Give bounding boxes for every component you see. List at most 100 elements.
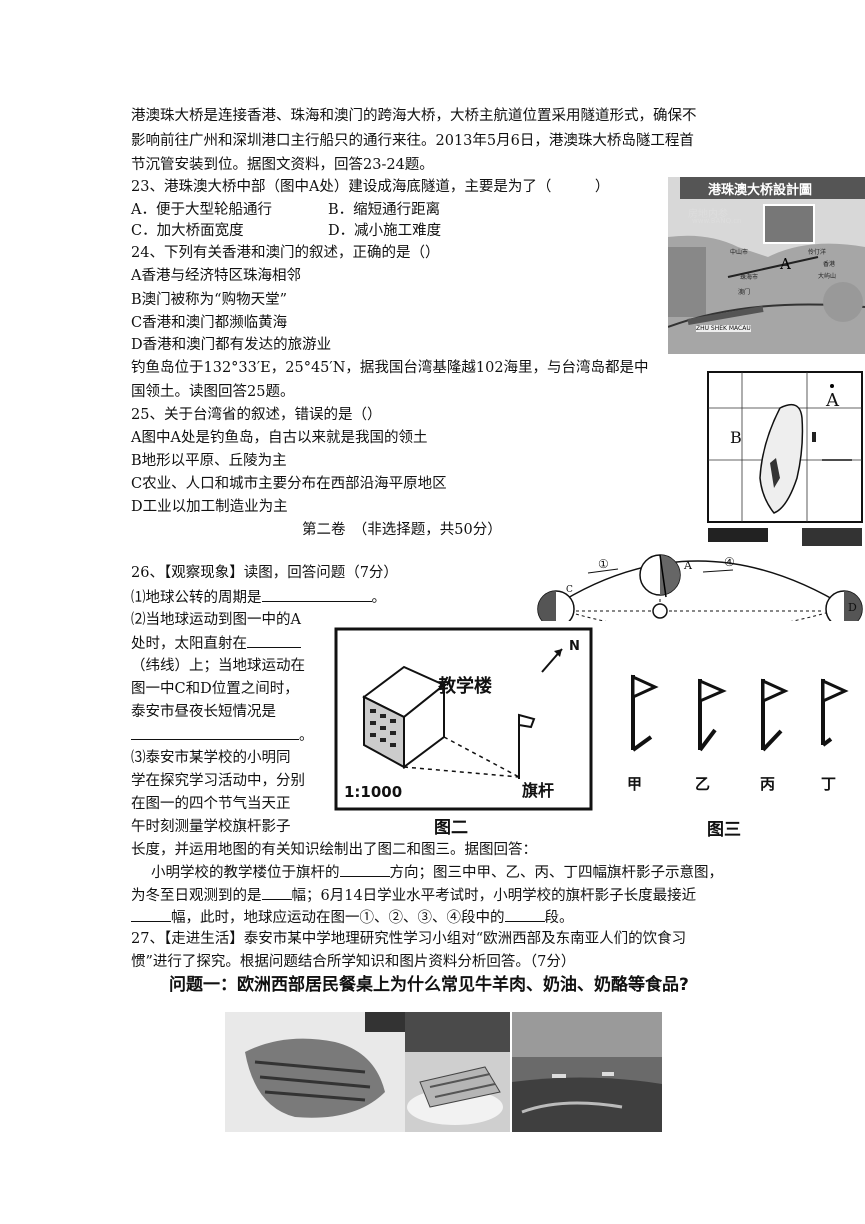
north-arrow-label: N (569, 639, 580, 654)
q26-part2-end: 。 (299, 728, 314, 744)
intro-line-1: 港澳珠大桥是连接香港、珠海和澳门的跨海大桥，大桥主航道位置采用隧道形式，确保不 (131, 108, 697, 124)
q25-option-b: B地形以平原、丘陵为主 (131, 453, 287, 469)
answer-blank-june[interactable] (131, 907, 171, 922)
bridge-design-graphic (668, 177, 865, 354)
q27-banner: 问题一：欧洲西部居民餐桌上为什么常见牛羊肉、奶油、奶酪等食品? (169, 975, 689, 995)
q27-line-1: 27、【走进生活】泰安市某中学地理研究性学习小组对“欧洲西部及东南亚人们的饮食习 (131, 931, 687, 947)
q26-part3-line3: 在图一的四个节气当天正 (131, 796, 291, 812)
place-zhongshan: 中山市 (730, 249, 749, 256)
q26-part2-line2: 处时，太阳直射在 (131, 633, 301, 654)
bridge-sign: ZHU SHEK MACAU (696, 325, 751, 332)
q26-stem: 26、【观察现象】读图，回答问题（7分） (131, 565, 398, 581)
bridge-figure-title: 港珠澳大桥設計圖 (708, 183, 813, 198)
answer-blank-direction[interactable] (339, 862, 390, 877)
q24-option-c: C香港和澳门都濒临黄海 (131, 315, 288, 331)
flag-shadow-graphic (631, 674, 849, 752)
shadow-label-ding: 丁 (821, 775, 837, 793)
q26-part3-text-7a: 为冬至日观测到的是 (131, 888, 262, 904)
q26-part2-line4: 图一中C和D位置之间时， (131, 681, 299, 697)
shadow-label-bing: 丙 (760, 775, 776, 793)
taiwan-label-b: B (730, 428, 742, 447)
q26-part3-text-6b: 方向；图三中甲、乙、丙、丁四幅旗杆影子示意图， (389, 865, 724, 881)
bridge-watermark-url: www.BANQ.cn (692, 217, 742, 225)
earth-orbit-figure: ① ④ A C D (528, 535, 865, 621)
taiwan-map-figure: A B (702, 368, 865, 548)
orbit-label-4: ④ (724, 555, 735, 569)
bridge-watermark: 房地内参 (688, 209, 728, 220)
q25-stem: 25、关于台湾省的叙述，错误的是（） (131, 407, 382, 423)
q26-part1: ⑴地球公转的周期是 。 (131, 587, 386, 608)
earth-orbit-graphic (537, 554, 863, 621)
place-linding: 伶仃洋 (808, 249, 827, 256)
map-scale: 1:1000 (344, 783, 403, 801)
bridge-label-a: A (780, 255, 791, 273)
q26-part3-line5: 长度，并运用地图的有关知识绘制出了图二和图三。据图回答： (131, 842, 537, 858)
photo-meat-graphic (225, 1012, 405, 1132)
place-zhuhai: 珠海市 (740, 274, 759, 281)
shadow-label-jia: 甲 (627, 775, 643, 793)
place-xianggang: 香港 (823, 261, 836, 268)
q26-part2-line5: 泰安市昼夜长短情况是 (131, 704, 276, 720)
place-aomen: 澳门 (738, 289, 751, 296)
figure-3-caption: 图三 (707, 820, 741, 837)
q26-part2-line3: （纬线）上；当地球运动在 (131, 658, 305, 674)
q23-stem: 23、港珠澳大桥中部（图中A处）建设成海底隧道，主要是为了（ ） (131, 179, 610, 195)
answer-blank-daylength[interactable] (131, 725, 299, 740)
flagpole-label: 旗杆 (522, 781, 555, 800)
q26-part3-line8: 幅，此时，地球应运动在图一①、②、③、④段中的 段。 (131, 907, 574, 928)
place-dayushan: 大屿山 (818, 273, 837, 280)
q23-option-c: C．加大桥面宽度 (131, 223, 244, 239)
q26-part3-line4: 午时刻测量学校旗杆影子 (131, 819, 291, 835)
school-map-graphic (334, 627, 593, 811)
part2-heading: 第二卷 （非选择题，共50分） (302, 522, 502, 538)
figure-2-caption: 图二 (434, 818, 468, 837)
q26-part2-line6: 。 (131, 725, 314, 746)
photo-pasture-graphic (512, 1012, 662, 1132)
shadow-label-yi: 乙 (695, 775, 711, 793)
answer-blank-winter[interactable] (261, 885, 292, 900)
q23-option-b: B．缩短通行距离 (328, 202, 441, 218)
photo-pasture (512, 1012, 662, 1132)
q26-part1-end: 。 (371, 590, 387, 606)
q26-part3-line7: 为冬至日观测到的是 幅；6月14日学业水平考试时，小明学校的旗杆影子长度最接近 (131, 885, 696, 906)
answer-blank-latitude[interactable] (247, 633, 301, 648)
q26-part3-text-8a: 幅，此时，地球应运动在图一①、②、③、④段中的 (171, 910, 505, 926)
q26-part2-line1: ⑵当地球运动到图一中的A (131, 612, 301, 628)
q24-option-d: D香港和澳门都有发达的旅游业 (131, 337, 332, 353)
photo-meat (225, 1012, 405, 1132)
bridge-design-figure: 港珠澳大桥設計圖 房地内参 www.BANQ.cn 中山市 珠海市 澳门 伶仃洋… (668, 177, 865, 354)
intro-line-3: 节沉管安装到位。据图文资料，回答23-24题。 (131, 157, 434, 173)
photo-cheese-graphic (405, 1012, 510, 1132)
q23-option-d: D．减小施工难度 (328, 223, 442, 239)
diaoyu-line-1: 钓鱼岛位于132°33′E，25°45′N，据我国台湾基隆越102海里，与台湾岛… (131, 360, 649, 376)
q26-part3-line1: ⑶泰安市某学校的小明同 (131, 750, 291, 766)
q25-option-a: A图中A处是钓鱼岛，自古以来就是我国的领土 (131, 430, 428, 446)
q26-part3-line2: 学在探究学习活动中，分别 (131, 773, 305, 789)
diaoyu-line-2: 国领土。读图回答25题。 (131, 384, 295, 400)
q24-stem: 24、下列有关香港和澳门的叙述，正确的是（） (131, 245, 440, 261)
q26-part3-text-6a: 小明学校的教学楼位于旗杆的 (151, 865, 340, 881)
q27-line-2: 惯”进行了探究。根据问题结合所学知识和图片资料分析回答。（7分） (131, 954, 576, 970)
school-building-label: 教学楼 (438, 676, 492, 697)
q26-part3-text-7b: 幅；6月14日学业水平考试时，小明学校的旗杆影子长度最接近 (291, 888, 697, 904)
q25-option-c: C农业、人口和城市主要分布在西部沿海平原地区 (131, 476, 447, 492)
orbit-label-a: A (684, 559, 692, 572)
orbit-label-c: C (566, 585, 573, 595)
q26-part1-text: ⑴地球公转的周期是 (131, 590, 262, 606)
orbit-label-1: ① (598, 557, 609, 571)
taiwan-label-a: A (826, 390, 839, 411)
q26-part2-text: 处时，太阳直射在 (131, 636, 247, 652)
q23-option-a: A．便于大型轮船通行 (131, 202, 272, 218)
q25-option-d: D工业以加工制造业为主 (131, 499, 288, 515)
photo-cheese (405, 1012, 510, 1132)
answer-blank-period[interactable] (261, 587, 372, 602)
school-map-figure: 教学楼 旗杆 N 1:1000 图二 (334, 627, 596, 837)
answer-blank-segment[interactable] (504, 907, 545, 922)
q24-option-a: A香港与经济特区珠海相邻 (131, 268, 301, 284)
flag-shadow-figure: 甲 乙 丙 丁 图三 (615, 665, 865, 837)
orbit-label-d: D (848, 601, 857, 614)
q26-part3-text-8b: 段。 (544, 910, 574, 926)
taiwan-map-graphic (707, 371, 863, 546)
intro-line-2: 影响前往广州和深圳港口主行船只的通行来往。2013年5月6日，港澳珠大桥岛隧工程… (131, 133, 694, 149)
q26-part3-line6: 小明学校的教学楼位于旗杆的 方向；图三中甲、乙、丙、丁四幅旗杆影子示意图， (151, 862, 723, 883)
